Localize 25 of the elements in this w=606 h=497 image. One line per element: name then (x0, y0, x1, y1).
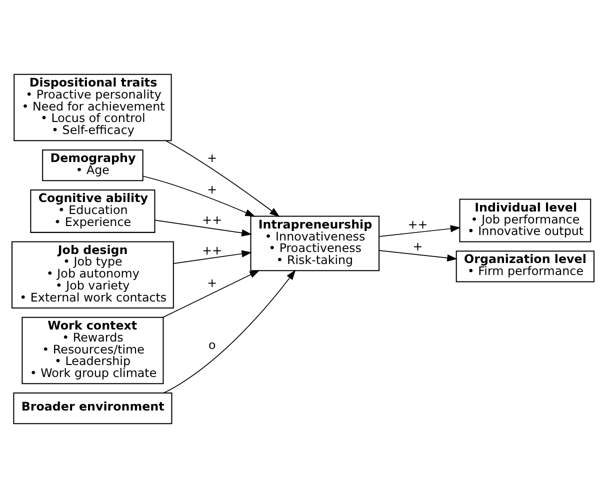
edge-label: + (207, 275, 218, 290)
edge-label: ++ (408, 216, 428, 231)
edge-label: + (412, 238, 423, 253)
node-box: Individual level • Job performance • Innovative output (459, 198, 592, 242)
edge-label: ++ (202, 243, 222, 258)
edge-label: o (208, 338, 216, 352)
edge-label: + (207, 182, 218, 196)
arrow (154, 219, 252, 236)
node-box: Dispositional traits • Proactive personality • Need for achievement • Locus of control • Self-efficacy (14, 73, 172, 141)
node-box: Organization level • Firm performance (456, 250, 594, 282)
arrow (166, 140, 280, 216)
arrow (378, 224, 461, 236)
node-box: Job design • Job type • Job autonomy • Job variety • External work contacts (12, 240, 174, 308)
edge-label: + (207, 150, 218, 165)
arrow (163, 269, 296, 393)
node-box: Cognitive ability • Education • Experience (30, 188, 156, 232)
arrow (162, 270, 260, 318)
arrow (173, 250, 252, 264)
node-box: Broader environment (13, 392, 172, 424)
edge-label: ++ (202, 212, 222, 227)
arrow (378, 250, 458, 261)
node-box: Demography • Age (42, 149, 144, 181)
node-box: Work context • Rewards • Resources/time • Leadership • Work group climate (22, 316, 164, 384)
node-box: Intrapreneurship • Innovativeness • Proactiveness • Risk-taking (250, 215, 380, 271)
arrow (142, 175, 256, 216)
